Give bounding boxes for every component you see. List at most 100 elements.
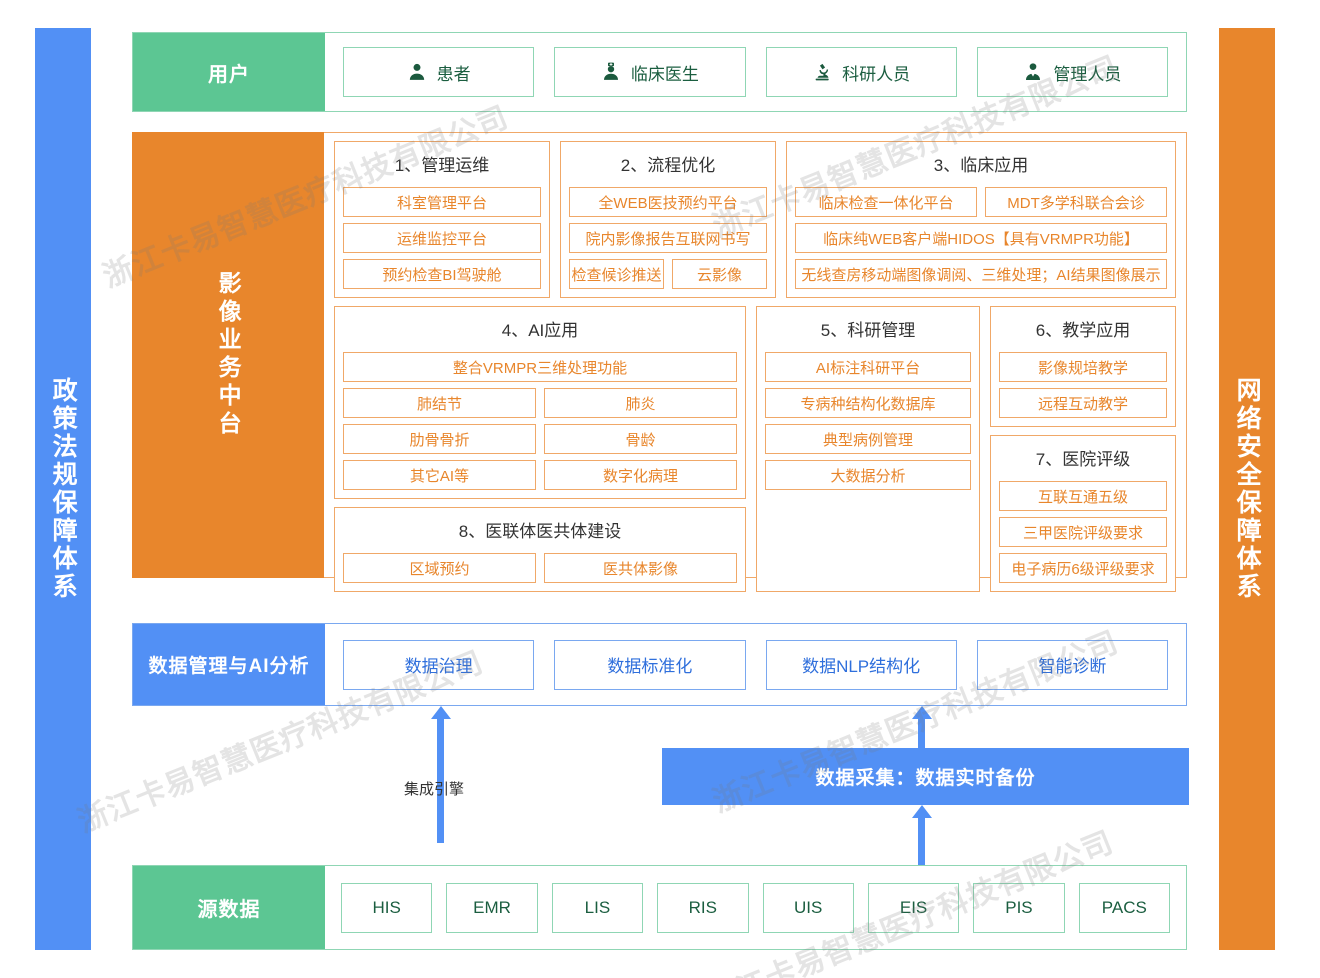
platform-cell-row: 典型病例管理	[765, 424, 971, 454]
platform-cell-row: 临床纯WEB客户端HIDOS【具有VRMPR功能】	[795, 223, 1167, 253]
policy-regulation-pillar-label: 政策法规保障体系	[49, 377, 78, 601]
platform-group: 4、AI应用整合VRMPR三维处理功能肺结节肺炎肋骨骨折骨龄其它AI等数字化病理	[334, 306, 746, 499]
platform-cell[interactable]: 其它AI等	[343, 460, 536, 490]
platform-group-title: 6、教学应用	[1035, 321, 1131, 340]
platform-cell[interactable]: MDT多学科联合会诊	[985, 187, 1167, 217]
platform-cell-row: 肋骨骨折骨龄	[343, 424, 737, 454]
platform-group: 5、科研管理 AI标注科研平台专病种结构化数据库典型病例管理大数据分析	[756, 306, 980, 592]
policy-regulation-pillar: 政策法规保障体系	[35, 28, 91, 950]
platform-cell-row: 整合VRMPR三维处理功能	[343, 352, 737, 382]
platform-cell-row: 互联互通五级	[999, 481, 1167, 511]
platform-cell-row: 专病种结构化数据库	[765, 388, 971, 418]
platform-row-middle: 4、AI应用整合VRMPR三维处理功能肺结节肺炎肋骨骨折骨龄其它AI等数字化病理…	[334, 306, 1176, 592]
platform-cell[interactable]: 医共体影像	[544, 553, 737, 583]
data-management-chip[interactable]: 智能诊断	[976, 639, 1168, 690]
platform-group-title: 7、医院评级	[1035, 450, 1131, 469]
platform-cell[interactable]: 运维监控平台	[343, 223, 541, 253]
platform-cell-row: 肺结节肺炎	[343, 388, 737, 418]
source-data-list: HIS EMR LIS RIS UIS EIS PIS PACS	[325, 866, 1186, 949]
imaging-business-platform-label: 影像业务中台	[132, 132, 324, 578]
source-data-chip[interactable]: PIS	[973, 882, 1065, 933]
platform-cell[interactable]: 典型病例管理	[765, 424, 971, 454]
platform-cell-row: 院内影像报告互联网书写	[569, 223, 767, 253]
source-data-chip[interactable]: RIS	[657, 882, 749, 933]
data-collection-label: 数据采集：数据实时备份	[815, 768, 1036, 789]
platform-cell[interactable]: 无线查房移动端图像调阅、三维处理；AI结果图像展示	[795, 259, 1167, 289]
data-management-chip[interactable]: 数据治理	[343, 639, 535, 690]
source-data-row: 源数据 HIS EMR LIS RIS UIS EIS PIS PACS	[132, 865, 1187, 950]
platform-cell[interactable]: 影像规培教学	[999, 352, 1167, 382]
platform-cell[interactable]: 院内影像报告互联网书写	[569, 223, 767, 253]
platform-cell[interactable]: 检查候诊推送	[569, 259, 664, 289]
user-chip-label: 临床医生	[630, 64, 699, 84]
platform-cell-row: AI标注科研平台	[765, 352, 971, 382]
platform-cell[interactable]: 预约检查BI驾驶舱	[343, 259, 541, 289]
platform-cell[interactable]: 大数据分析	[765, 460, 971, 490]
user-chip-label: 管理人员	[1053, 64, 1122, 84]
source-data-chip[interactable]: UIS	[762, 882, 854, 933]
user-chip[interactable]: 科研人员	[765, 47, 957, 97]
platform-cell-row: 检查候诊推送云影像	[569, 259, 767, 289]
microscope-icon	[812, 62, 832, 82]
platform-cell[interactable]: 整合VRMPR三维处理功能	[343, 352, 737, 382]
platform-cell[interactable]: 临床纯WEB客户端HIDOS【具有VRMPR功能】	[795, 223, 1167, 253]
user-chip[interactable]: 患者	[343, 47, 535, 97]
platform-cell[interactable]: 电子病历6级评级要求	[999, 553, 1167, 583]
source-data-chip[interactable]: EMR	[446, 882, 538, 933]
network-security-pillar-label: 网络安全保障体系	[1233, 377, 1262, 601]
source-data-chip[interactable]: EIS	[867, 882, 960, 933]
platform-cell-row: 其它AI等数字化病理	[343, 460, 737, 490]
platform-cell[interactable]: 肺结节	[343, 388, 536, 418]
platform-cell[interactable]: 三甲医院评级要求	[999, 517, 1167, 547]
integration-zone: 集成引擎 数据采集：数据实时备份	[132, 706, 1189, 865]
platform-cell[interactable]: 专病种结构化数据库	[765, 388, 971, 418]
user-chip[interactable]: 临床医生	[554, 47, 746, 97]
source-data-chip[interactable]: LIS	[551, 882, 644, 933]
platform-cell-row: 区域预约医共体影像	[343, 553, 737, 583]
data-management-list: 数据治理数据标准化数据NLP结构化智能诊断	[325, 624, 1186, 705]
source-data-chip[interactable]: HIS	[341, 882, 433, 933]
user-chip-label: 科研人员	[842, 64, 911, 84]
platform-group-title: 5、科研管理	[820, 321, 916, 340]
data-management-chip[interactable]: 数据NLP结构化	[765, 639, 957, 690]
platform-col-ai: 4、AI应用整合VRMPR三维处理功能肺结节肺炎肋骨骨折骨龄其它AI等数字化病理…	[334, 306, 746, 592]
platform-cell-row: 全WEB医技预约平台	[569, 187, 767, 217]
data-collection-arrow-up	[918, 718, 925, 748]
platform-cell[interactable]: 骨龄	[544, 424, 737, 454]
platform-cell-row: 临床检查一体化平台 MDT多学科联合会诊	[795, 187, 1167, 217]
data-collection-box: 数据采集：数据实时备份	[662, 748, 1189, 805]
platform-cell[interactable]: 科室管理平台	[343, 187, 541, 217]
platform-group-title: 4、AI应用	[501, 321, 579, 340]
data-management-chip[interactable]: 数据标准化	[554, 639, 746, 690]
user-chip[interactable]: 管理人员	[976, 47, 1168, 97]
manager-icon	[1023, 62, 1043, 82]
platform-cell[interactable]: 云影像	[672, 259, 767, 289]
platform-cell[interactable]: AI标注科研平台	[765, 352, 971, 382]
platform-cell[interactable]: 全WEB医技预约平台	[569, 187, 767, 217]
platform-cell[interactable]: 区域预约	[343, 553, 536, 583]
user-chip-label: 患者	[436, 64, 471, 84]
platform-cell[interactable]: 数字化病理	[544, 460, 737, 490]
source-data-row-label: 源数据	[133, 866, 325, 949]
platform-group-title: 2、流程优化	[620, 156, 716, 175]
network-security-pillar: 网络安全保障体系	[1219, 28, 1275, 950]
platform-group: 7、医院评级互联互通五级三甲医院评级要求电子病历6级评级要求	[990, 435, 1176, 592]
platform-col-teaching-rating: 6、教学应用影像规培教学远程互动教学 7、医院评级互联互通五级三甲医院评级要求电子…	[990, 306, 1176, 592]
data-management-row: 数据管理与AI分析 数据治理数据标准化数据NLP结构化智能诊断	[132, 623, 1187, 706]
platform-cell[interactable]: 临床检查一体化平台	[795, 187, 977, 217]
platform-group-title: 8、医联体医共体建设	[458, 522, 622, 541]
platform-group: 8、医联体医共体建设区域预约医共体影像	[334, 507, 746, 592]
source-data-chip[interactable]: PACS	[1078, 882, 1170, 933]
platform-cell-row: 运维监控平台	[343, 223, 541, 253]
platform-cell[interactable]: 互联互通五级	[999, 481, 1167, 511]
platform-cell-row: 大数据分析	[765, 460, 971, 490]
platform-cell[interactable]: 肺炎	[544, 388, 737, 418]
platform-cell[interactable]: 远程互动教学	[999, 388, 1167, 418]
platform-cell-row: 科室管理平台	[343, 187, 541, 217]
users-row-label: 用户	[133, 33, 325, 111]
platform-cell[interactable]: 肋骨骨折	[343, 424, 536, 454]
platform-cell-row: 无线查房移动端图像调阅、三维处理；AI结果图像展示	[795, 259, 1167, 289]
